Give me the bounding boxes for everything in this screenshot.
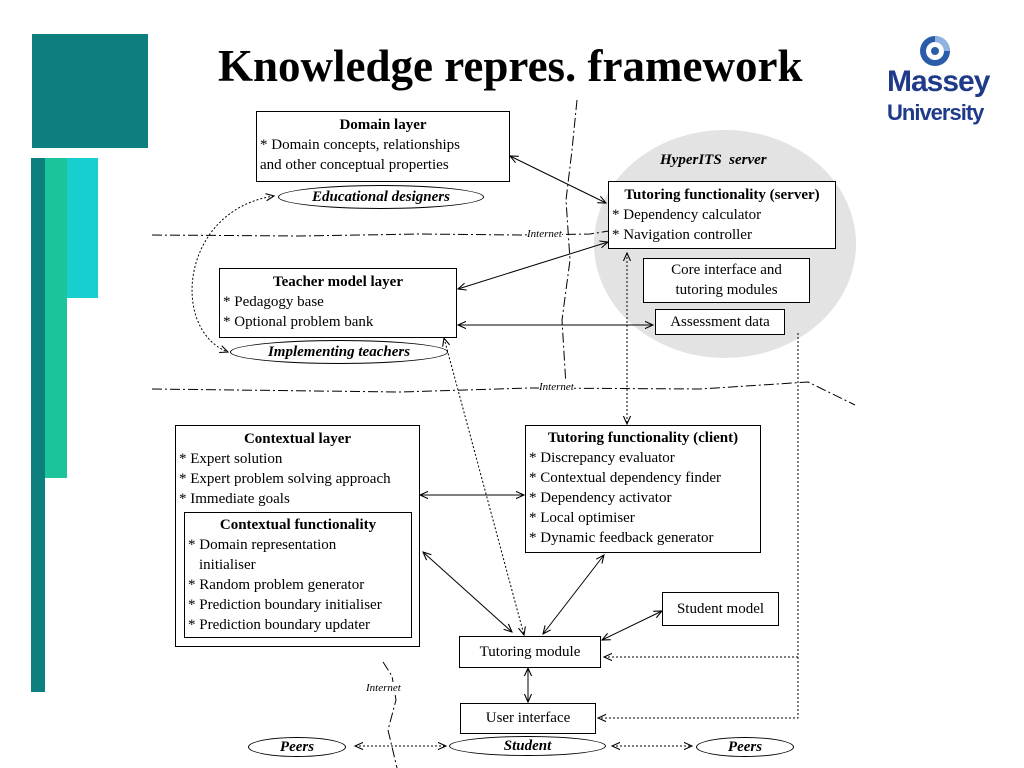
decor-bar-cyan [67, 158, 98, 298]
tutoring-server-heading: Tutoring functionality (server) [624, 187, 820, 203]
arrow-teacher-server [458, 242, 608, 289]
arrow-studentmodel-tutoring [602, 611, 662, 640]
tutoring-server-line: * Dependency calculator [612, 207, 762, 223]
teacher-model-box: Teacher model layer * Pedagogy base * Op… [219, 268, 457, 338]
dotted-assessment-ui [598, 657, 799, 718]
decor-bar-green [45, 158, 67, 478]
core-interface-line: tutoring modules [675, 282, 778, 298]
tutoring-client-box: Tutoring functionality (client) * Discre… [525, 425, 761, 553]
assessment-data-box: Assessment data [655, 309, 785, 335]
peers-right-ellipse: Peers [696, 737, 794, 757]
internet-label-upper: Internet [527, 228, 562, 241]
arrow-client-tutoring [543, 555, 604, 634]
tutoring-client-line: * Discrepancy evaluator [529, 450, 675, 466]
internet-line-vertical-bottom [382, 661, 398, 768]
teacher-model-line: * Optional problem bank [223, 314, 374, 330]
tutoring-client-line: * Local optimiser [529, 510, 635, 526]
contextual-functionality-line: initialiser [199, 557, 256, 573]
arrow-domain-server [510, 156, 606, 203]
tutoring-module-box: Tutoring module [459, 636, 601, 668]
decor-teal-square [32, 34, 148, 148]
contextual-layer-heading: Contextual layer [243, 431, 352, 447]
core-interface-box: Core interface and tutoring modules [643, 258, 810, 303]
domain-layer-box: Domain layer * Domain concepts, relation… [256, 111, 510, 182]
internet-line-middle [151, 381, 856, 406]
internet-label-middle: Internet [539, 381, 574, 394]
implementing-teachers-ellipse: Implementing teachers [230, 340, 448, 364]
contextual-layer-line: * Expert solution [179, 451, 283, 467]
internet-line-vertical-top [561, 99, 578, 387]
contextual-functionality-box: Contextual functionality * Domain repres… [184, 512, 412, 638]
decor-bar-dark [31, 158, 45, 692]
dotted-designers-teachers [191, 196, 274, 352]
contextual-layer-line: * Expert problem solving approach [179, 471, 391, 487]
internet-label-lower: Internet [366, 682, 401, 695]
core-interface-line: Core interface and [671, 262, 782, 278]
tutoring-client-heading: Tutoring functionality (client) [547, 430, 739, 446]
teacher-model-heading: Teacher model layer [273, 274, 403, 290]
tutoring-client-line: * Dynamic feedback generator [529, 530, 714, 546]
contextual-functionality-line: * Prediction boundary initialiser [188, 597, 382, 613]
contextual-functionality-line: * Prediction boundary updater [188, 617, 371, 633]
contextual-functionality-line: * Domain representation [188, 537, 337, 553]
contextual-functionality-heading: Contextual functionality [219, 517, 377, 533]
educational-designers-ellipse: Educational designers [278, 185, 484, 209]
student-model-box: Student model [662, 592, 779, 626]
domain-layer-heading: Domain layer [339, 117, 427, 133]
page-title: Knowledge repres. framework [218, 41, 803, 91]
arrow-contextual-tutoring [423, 552, 512, 632]
tutoring-server-box: Tutoring functionality (server) * Depend… [608, 181, 836, 249]
teacher-model-line: * Pedagogy base [223, 294, 324, 310]
logo-swirl-icon [920, 36, 950, 66]
user-interface-box: User interface [460, 703, 596, 734]
dotted-teacher-tutoring [444, 338, 524, 635]
domain-layer-line: and other conceptual properties [260, 157, 449, 173]
logo-text-university: University [887, 100, 984, 125]
tutoring-client-line: * Contextual dependency finder [529, 470, 722, 486]
logo-text-massey: Massey [887, 65, 990, 98]
tutoring-client-line: * Dependency activator [529, 490, 672, 506]
domain-layer-line: * Domain concepts, relationships [260, 137, 460, 153]
peers-left-ellipse: Peers [248, 737, 346, 757]
internet-line-upper [151, 225, 641, 237]
student-ellipse: Student [449, 736, 606, 756]
tutoring-server-line: * Navigation controller [612, 227, 752, 243]
contextual-functionality-line: * Random problem generator [188, 577, 365, 593]
server-label: HyperITS server [660, 152, 767, 168]
contextual-layer-line: * Immediate goals [179, 491, 290, 507]
